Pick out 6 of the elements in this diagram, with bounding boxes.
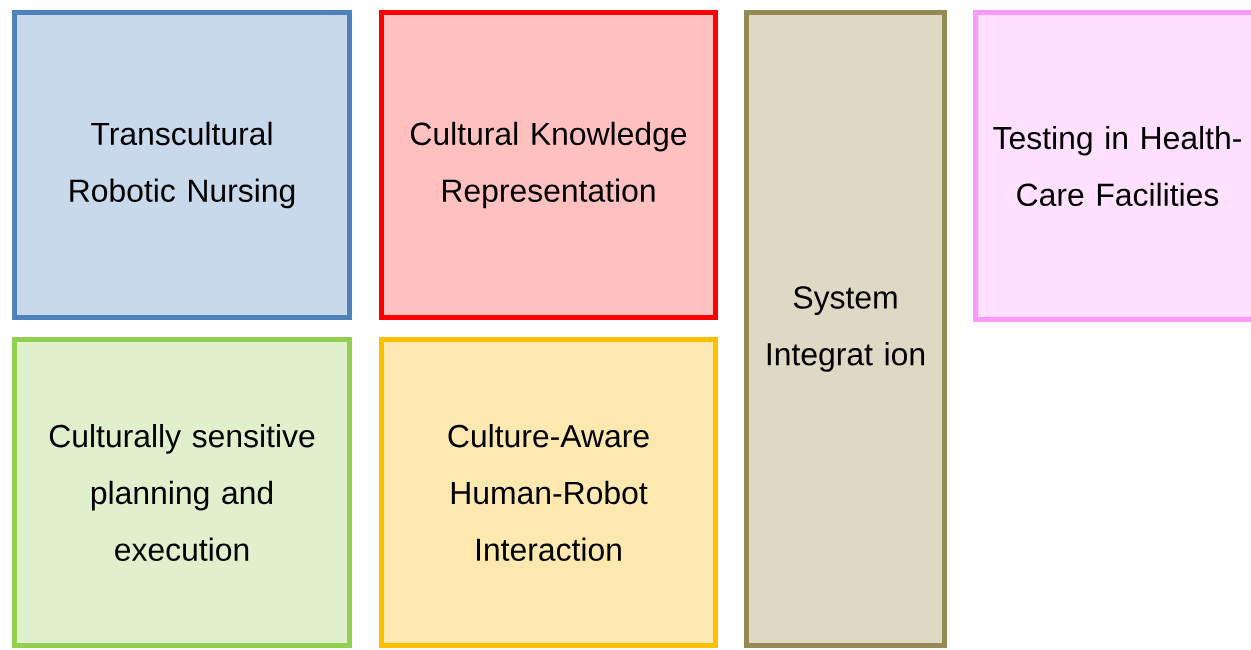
text-box: Transcultural Robotic Nursing (12, 10, 352, 320)
text-box: Culture-Aware Human-Robot Interaction (379, 337, 718, 648)
text-box: Culturally sensitive planning and execution (12, 337, 352, 648)
text-box: Testing in Health-Care Facilities (973, 10, 1251, 322)
text-box: System Integrat ion (744, 10, 947, 648)
text-box: Cultural Knowledge Representation (379, 10, 718, 320)
